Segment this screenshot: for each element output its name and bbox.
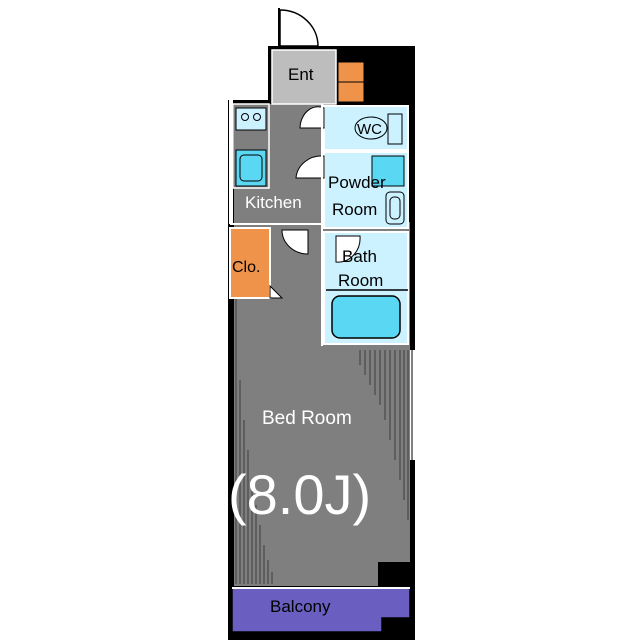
entrance-label: Ent — [288, 65, 314, 84]
balcony-label: Balcony — [270, 597, 331, 616]
kitchen-label: Kitchen — [245, 193, 302, 212]
kitchen-wall-strip — [229, 100, 233, 224]
toilet-bowl-icon — [354, 116, 388, 140]
kitchen-sink-basin — [239, 154, 263, 182]
closet-label: Clo. — [232, 259, 260, 276]
wc-label: WC — [357, 121, 382, 138]
stove — [235, 107, 267, 131]
bed-room-size-label: (8.0J) — [228, 463, 371, 526]
entrance-door-swing — [279, 9, 319, 47]
washing-machine-drum — [389, 196, 401, 220]
powder-room-label-1: Powder — [328, 173, 386, 192]
burner-right-icon — [253, 113, 261, 121]
bedroom-door-swing — [281, 229, 309, 255]
entrance-floor-border — [271, 49, 337, 105]
bath-room-label-1: Bath — [342, 247, 377, 266]
wc-door-swing — [299, 106, 325, 129]
bath-room-label-2: Room — [338, 271, 383, 290]
washbasin — [371, 155, 405, 187]
closet — [229, 227, 271, 299]
entrance-floor — [272, 50, 336, 104]
kitchen-counter-line — [232, 103, 270, 189]
closet-door-swing — [269, 284, 284, 299]
bedroom-shading — [235, 230, 409, 584]
bath-door-swing — [335, 235, 361, 263]
bed-room-label: Bed Room — [262, 408, 352, 429]
powder-room-label-2: Room — [332, 200, 377, 219]
burner-left-icon — [241, 113, 249, 121]
bathtub — [331, 295, 401, 339]
wc-tank — [387, 113, 403, 145]
powder-door-swing — [295, 155, 325, 179]
